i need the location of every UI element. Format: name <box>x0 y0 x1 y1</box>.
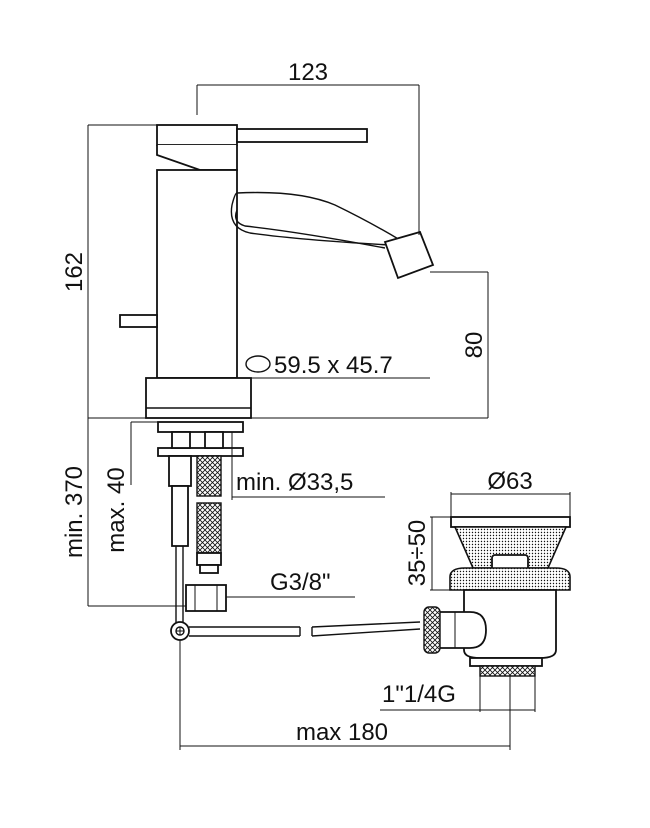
dim-max-thickness: max. 40 <box>103 467 130 552</box>
dim-connection: G3/8" <box>270 569 331 596</box>
dim-min-hole: min. Ø33,5 <box>236 469 353 496</box>
dim-base-oval: 59.5 x 45.7 <box>274 352 393 379</box>
faucet-body <box>119 124 435 641</box>
dim-drain-diameter: Ø63 <box>487 468 532 495</box>
dim-height-total: 162 <box>61 252 88 292</box>
dimension-lines <box>87 84 571 750</box>
dim-max-reach: max 180 <box>296 719 388 746</box>
drain-assembly <box>423 516 571 677</box>
dim-drain-range: 35÷50 <box>404 520 431 587</box>
dim-min-total: min. 370 <box>61 466 88 558</box>
dim-spout-height: 80 <box>461 332 488 359</box>
dim-drain-thread: 1"1/4G <box>382 681 456 708</box>
dim-width-top: 123 <box>288 59 328 86</box>
oval-icon <box>245 355 271 373</box>
